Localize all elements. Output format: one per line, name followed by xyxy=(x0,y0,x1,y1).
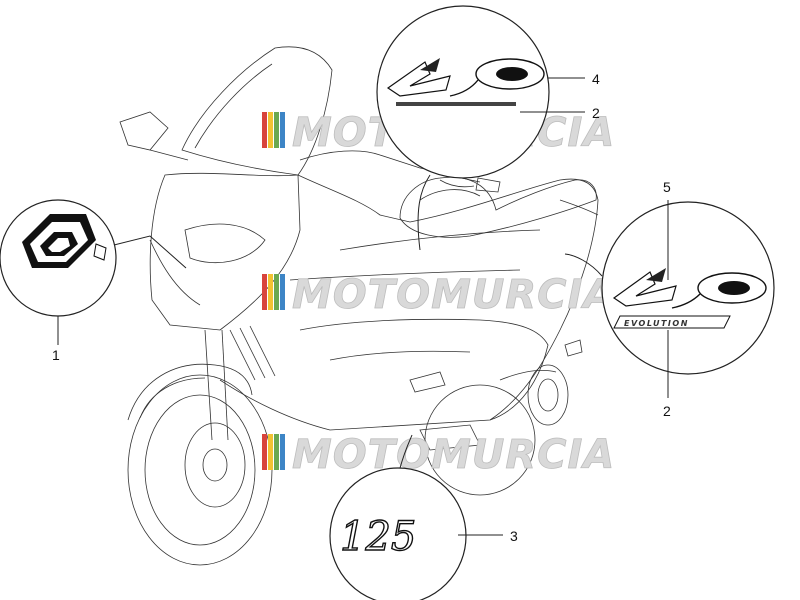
detail-circle-top: 4 2 xyxy=(376,5,600,251)
stripe-decal xyxy=(396,102,516,106)
callout-number: 4 xyxy=(592,71,600,87)
watermark-text: MOTOMURCIA xyxy=(292,272,615,318)
watermark-text: MOTOMURCIA xyxy=(292,432,615,478)
x9-decal-icon xyxy=(386,58,545,97)
watermark-middle: MOTOMURCIA xyxy=(262,272,615,318)
badge-125-text: 125 xyxy=(340,514,416,560)
callout-number: 1 xyxy=(52,347,60,363)
callout-number: 2 xyxy=(592,105,600,121)
watermark-bottom: MOTOMURCIA xyxy=(262,432,615,478)
x9-decal-icon xyxy=(612,268,767,309)
evolution-decal: EVOLUTION xyxy=(613,315,731,329)
callout-number: 5 xyxy=(663,179,671,195)
callout-number: 3 xyxy=(510,528,518,544)
callout-number: 2 xyxy=(663,403,671,419)
scooter-drawing xyxy=(119,46,599,566)
detail-circle-right: EVOLUTION 5 2 xyxy=(564,179,775,419)
evolution-text: EVOLUTION xyxy=(624,319,689,328)
detail-circle-125: 125 3 xyxy=(329,434,518,600)
piaggio-logo-icon xyxy=(22,214,107,268)
detail-circle-logo: 1 xyxy=(0,199,187,363)
